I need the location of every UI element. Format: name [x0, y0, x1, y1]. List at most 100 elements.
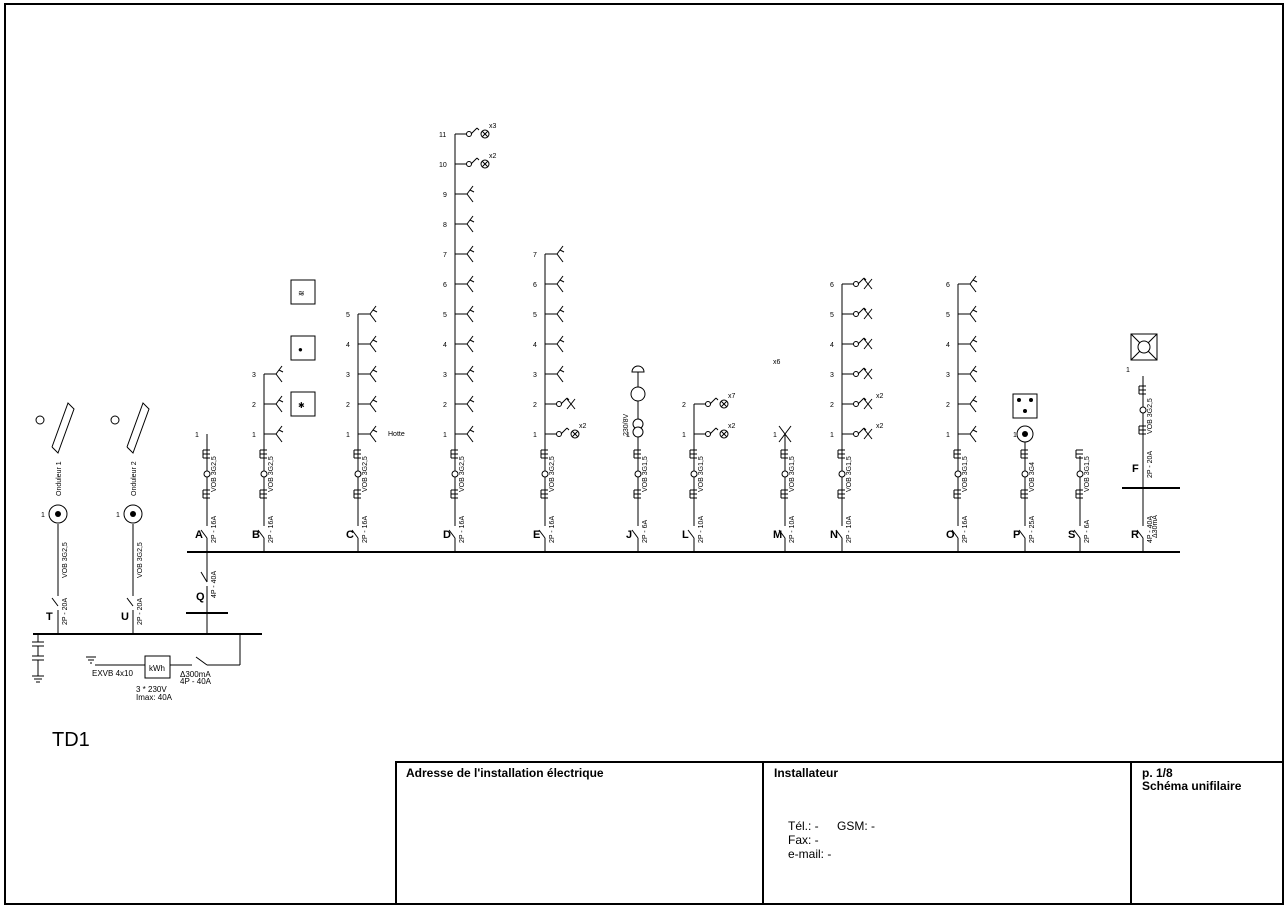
point-number: 1 — [773, 432, 777, 439]
point-number: 2 — [533, 402, 537, 409]
point-number: 1 — [830, 432, 834, 439]
point-number: 1 — [346, 432, 350, 439]
circuit-letter: C — [346, 529, 354, 541]
circuit-rating: 2P - 10A — [846, 516, 853, 543]
point-number: 7 — [443, 252, 447, 259]
multiplier-label: x6 — [773, 359, 781, 366]
circuit-rating: 2P - 10A — [698, 516, 705, 543]
svg-text:kWh: kWh — [149, 664, 165, 673]
svg-text:Q: Q — [196, 591, 205, 603]
point-number: 6 — [533, 282, 537, 289]
point-number: 1 — [682, 432, 686, 439]
appliance-icon: ● — [298, 345, 303, 354]
point-number: 5 — [346, 312, 350, 319]
circuit-rating: 2P - 16A — [459, 516, 466, 543]
circuit-letter: J — [626, 529, 632, 541]
circuit-cable: VOB 3G1,5 — [698, 456, 705, 492]
circuit-cable: VOB 3G1,5 — [642, 456, 649, 492]
multiplier-label: x2 — [728, 423, 736, 430]
transformer-j — [630, 365, 646, 438]
point-number: 10 — [439, 162, 447, 169]
point-number: 3 — [346, 372, 350, 379]
circuit-letter: D — [443, 529, 451, 541]
surge-arrester — [32, 634, 44, 683]
circuit-letter: N — [830, 529, 838, 541]
circuit-cable: VOB 3G2,5 — [268, 456, 275, 492]
svg-text:4P - 40A: 4P - 40A — [211, 571, 218, 598]
point-number: 8 — [443, 222, 447, 229]
svg-text:Imax: 40A: Imax: 40A — [136, 693, 173, 702]
circuit-letter: P — [1013, 529, 1020, 541]
point-number: 3 — [443, 372, 447, 379]
point-number: 2 — [682, 402, 686, 409]
circuit-rating: 2P - 16A — [962, 516, 969, 543]
circuit-rating: 2P - 10A — [789, 516, 796, 543]
point-number: 1 — [626, 432, 630, 439]
circuit-letter: M — [773, 529, 782, 541]
point-number: 1 — [252, 432, 256, 439]
point-number: 5 — [443, 312, 447, 319]
svg-text:F: F — [1132, 463, 1139, 475]
circuit-letter: A — [195, 529, 203, 541]
circuit-s: S 2P - 6A VOB 3G1,5 — [1068, 449, 1091, 552]
supply-entry: kWh EXVB 4x10 3 * 230V Imax: 40A Δ300mA … — [86, 634, 241, 702]
circuit-cable: VOB 3G2,5 — [211, 456, 218, 492]
svg-text:T: T — [46, 611, 53, 623]
point-number: 6 — [830, 282, 834, 289]
circuit-letter: R — [1131, 529, 1139, 541]
page-number: p. 1/8 — [1142, 766, 1173, 780]
point-number: 3 — [830, 372, 834, 379]
point-number: 4 — [830, 342, 834, 349]
page-frame — [4, 3, 1284, 905]
svg-text:Onduleur 1: Onduleur 1 — [56, 461, 63, 496]
point-number: 3 — [946, 372, 950, 379]
circuit-rating: 4P - 40A — [1147, 516, 1154, 543]
circuit-letter: E — [533, 529, 540, 541]
circuit-letter: S — [1068, 529, 1075, 541]
svg-text:2P - 20A: 2P - 20A — [62, 598, 69, 625]
circuit-letter: L — [682, 529, 689, 541]
installer-gsm: GSM: - — [837, 819, 875, 833]
multiplier-label: x2 — [489, 153, 497, 160]
multiplier-label: x3 — [489, 123, 497, 130]
sheet-title: Schéma unifilaire — [1142, 779, 1242, 793]
circuit-rating: 2P - 16A — [268, 516, 275, 543]
point-number: 4 — [533, 342, 537, 349]
point-number: 3 — [252, 372, 256, 379]
point-number: 1 — [946, 432, 950, 439]
point-number: 1 — [533, 432, 537, 439]
svg-text:Onduleur 2: Onduleur 2 — [131, 461, 138, 496]
title-block: Adresse de l'installation électrique Ins… — [395, 761, 1284, 905]
installer-email: e-mail: - — [788, 847, 831, 861]
point-number: 4 — [946, 342, 950, 349]
point-number: 9 — [443, 192, 447, 199]
address-label: Adresse de l'installation électrique — [406, 766, 604, 780]
svg-text:1: 1 — [1126, 367, 1130, 374]
circuit-rating: 2P - 6A — [1084, 519, 1091, 543]
svg-text:2P - 20A: 2P - 20A — [137, 598, 144, 625]
board-name: TD1 — [52, 729, 90, 751]
circuit-cable: VOB 3G1,5 — [1084, 456, 1091, 492]
svg-text:4P - 40A: 4P - 40A — [180, 677, 212, 686]
svg-text:EXVB 4x10: EXVB 4x10 — [92, 669, 133, 678]
point-number: 2 — [830, 402, 834, 409]
point-number: 7 — [533, 252, 537, 259]
circuit-cable: VOB 3G2,5 — [459, 456, 466, 492]
point-number: 11 — [439, 132, 446, 139]
multiplier-label: x7 — [728, 393, 736, 400]
multiplier-label: x2 — [579, 423, 587, 430]
kwh-meter — [144, 655, 171, 679]
point-number: 6 — [946, 282, 950, 289]
svg-text:3 * 230V: 3 * 230V — [136, 685, 167, 694]
